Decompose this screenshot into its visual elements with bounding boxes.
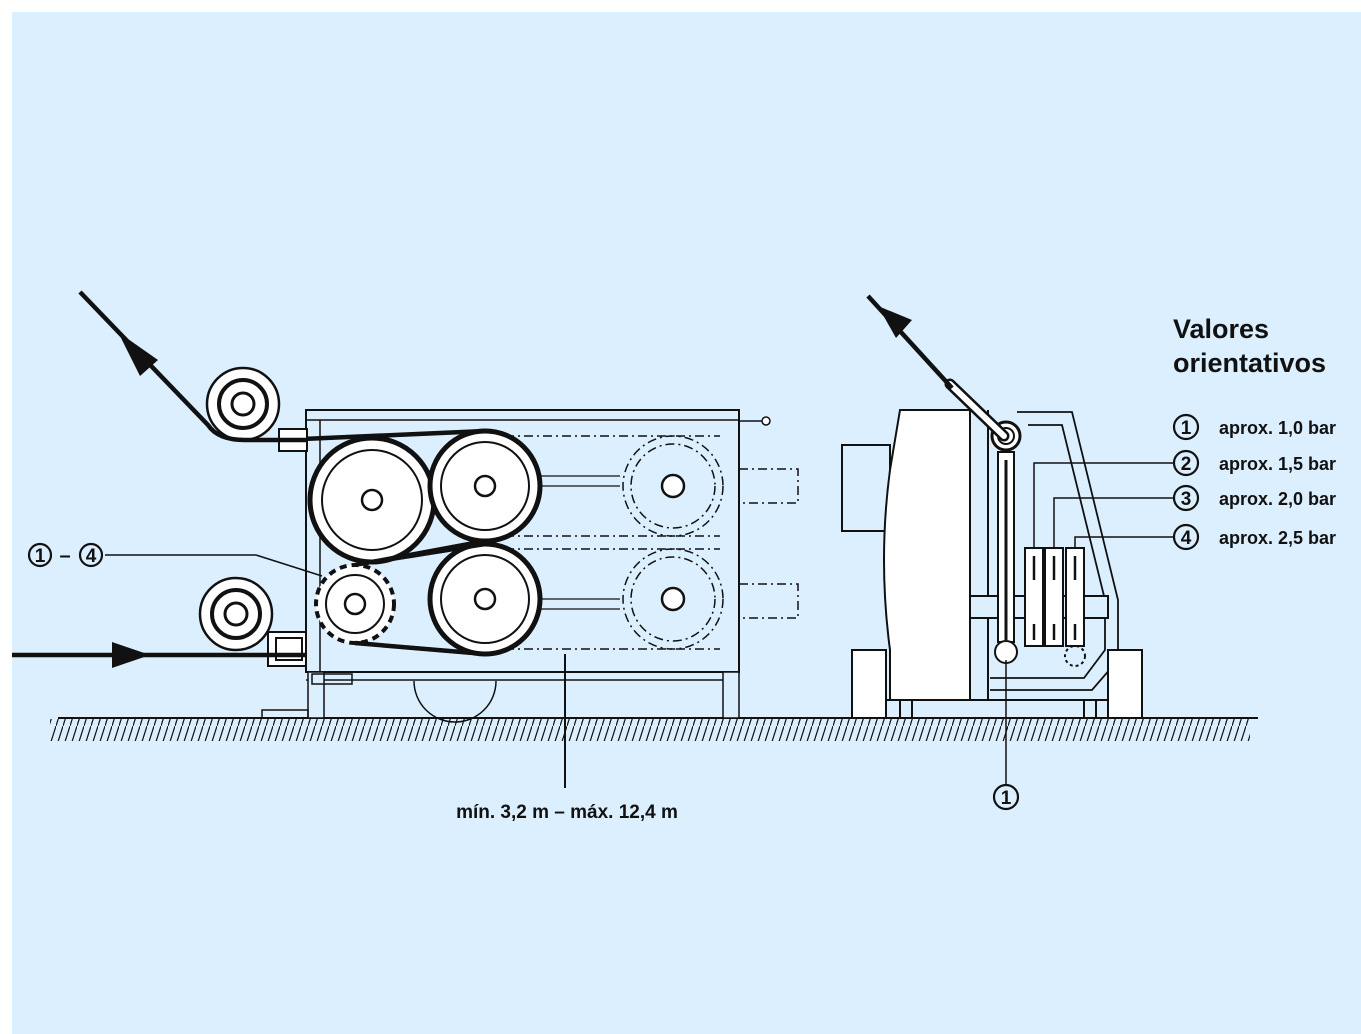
callout-range: 1 – 4 [27,542,104,568]
svg-text:aprox. 1,0 bar: aprox. 1,0 bar [1219,418,1336,438]
callout-range-dash: – [59,545,70,567]
incoming-line-left [12,642,306,668]
diagram-canvas: 1 – 4 mín. 3,2 m – máx. 12,4 m 1 Valores… [12,12,1361,1034]
side-view-machine [261,409,799,723]
svg-text:2: 2 [1181,454,1192,475]
legend-title-line1: Valores [1173,314,1269,344]
side-ref-number: 1 [1001,788,1012,809]
svg-text:4: 4 [1181,528,1192,549]
legend-item: 1 aprox. 1,0 bar [1172,413,1336,441]
legend-item: 3 aprox. 2,0 bar [1172,484,1336,512]
side-ref-callout: 1 [992,783,1020,811]
svg-text:3: 3 [1181,489,1192,510]
svg-text:aprox. 2,5 bar: aprox. 2,5 bar [1219,528,1336,548]
outgoing-line-right [866,294,1010,442]
outgoing-line-left [78,290,306,443]
machine-diagram: 1 – 4 mín. 3,2 m – máx. 12,4 m 1 Valores… [12,290,1336,823]
svg-text:aprox. 1,5 bar: aprox. 1,5 bar [1219,454,1336,474]
dimension-label: mín. 3,2 m – máx. 12,4 m [456,802,678,823]
legend-title-line2: orientativos [1173,348,1326,378]
legend-item: 2 aprox. 1,5 bar [1172,449,1336,477]
svg-text:aprox. 2,0 bar: aprox. 2,0 bar [1219,489,1336,509]
legend-item: 4 aprox. 2,5 bar [1172,523,1336,551]
callout-range-to: 4 [86,546,97,567]
svg-text:1: 1 [1181,418,1192,439]
callout-range-leader [105,554,323,577]
callout-range-from: 1 [35,546,46,567]
ground [50,717,1258,741]
legend: Valores orientativos 1 aprox. 1,0 bar 2 … [1172,314,1336,551]
guide-roller-bottom [198,576,307,667]
